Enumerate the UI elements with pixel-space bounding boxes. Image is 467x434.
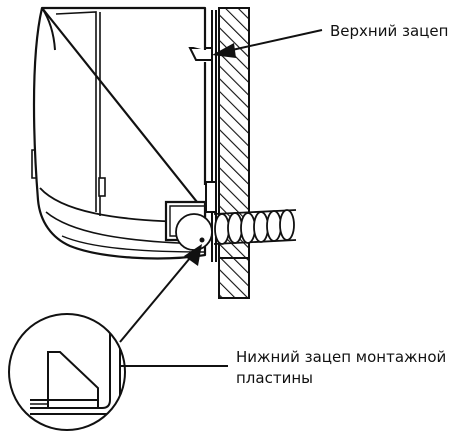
lower-hook-label-line1: Нижний зацеп монтажной (236, 348, 447, 366)
lower-hook-label: Нижний зацеп монтажной пластины (236, 347, 446, 389)
lower-hook-arrow (119, 244, 202, 343)
detail-circle (8, 313, 126, 431)
indoor-unit (31, 6, 207, 260)
lower-hook-label-line2: пластины (236, 369, 313, 387)
upper-hook-label: Верхний зацеп (330, 22, 449, 40)
upper-hook-arrow (212, 29, 323, 58)
pipe-coil (213, 209, 297, 245)
pipe-outlet (164, 200, 213, 251)
